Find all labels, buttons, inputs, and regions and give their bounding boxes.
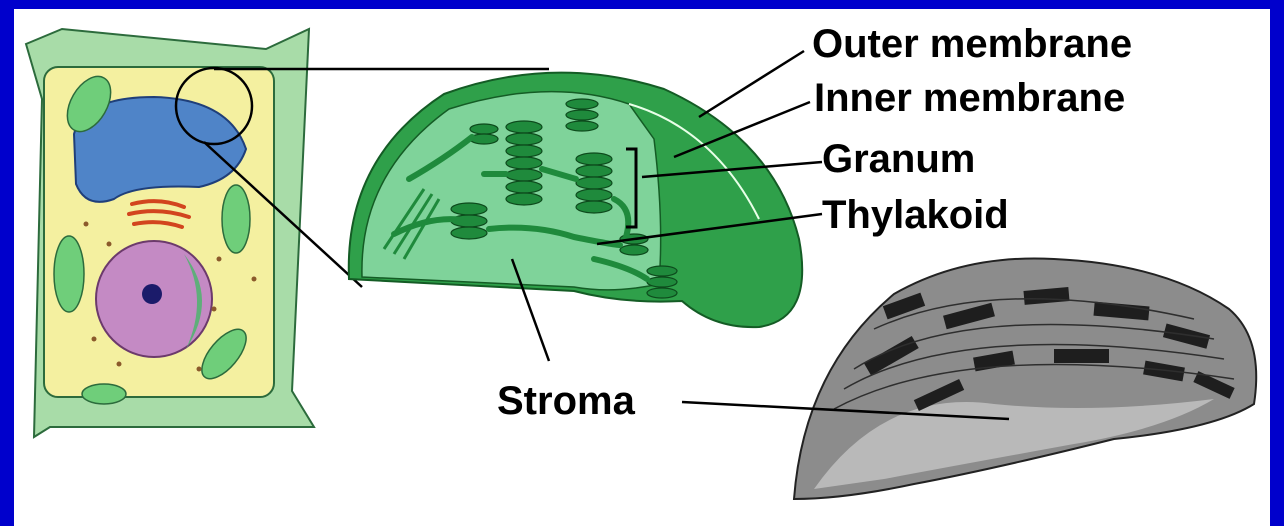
label-stroma: Stroma [497,379,636,423]
diagram-canvas: Outer membrane Inner membrane Granum Thy… [14,9,1270,526]
label-granum: Granum [822,137,975,181]
label-inner-membrane: Inner membrane [814,76,1125,120]
label-thylakoid: Thylakoid [822,193,1009,237]
electron-micrograph [794,258,1256,499]
label-outer-membrane: Outer membrane [812,22,1132,66]
chloroplast-illustration [349,73,802,327]
chloroplast-diagram: Outer membrane Inner membrane Granum Thy… [14,9,1270,526]
